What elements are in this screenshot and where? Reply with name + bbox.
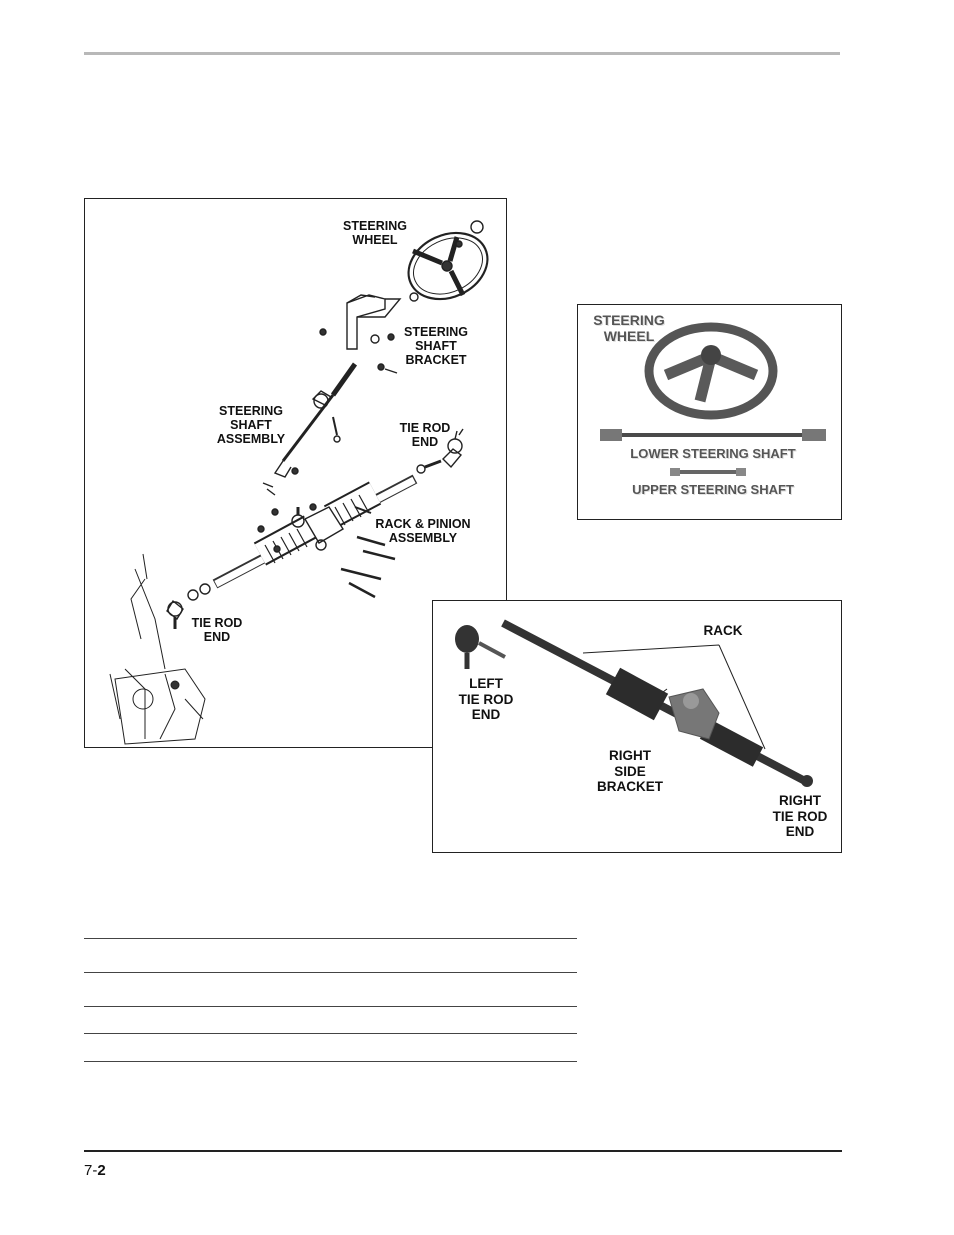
steering-shaft-drawing [262,362,358,496]
table-rule-2 [84,972,577,973]
label-upper-steering-shaft: UPPER STEERING SHAFT [632,482,794,497]
shaft-bracket-drawing [319,292,419,374]
label-tie-rod-end-lower: TIE ROD END [191,616,243,644]
label-left-tie-rod-end: LEFT TIE ROD END [458,676,514,722]
table-rule-4 [84,1033,577,1034]
label-lower-steering-shaft: LOWER STEERING SHAFT [630,446,796,461]
steering-wheel-shafts-drawing [600,322,826,476]
page-chapter: 7- [84,1162,98,1179]
label-rack: RACK [703,623,743,638]
tie-rod-end-upper-drawing [416,428,464,474]
steering-wheel-shafts-photo: STEERING WHEEL LOWER STEERING SHAFT UPPE… [577,304,842,520]
page-index: 2 [97,1162,106,1179]
rack-assembly-drawing [455,619,813,787]
label-steering-shaft-assembly: STEERING SHAFT ASSEMBLY [216,404,286,446]
exploded-steering-drawing [109,220,489,745]
footer-rule [84,1150,842,1152]
exploded-steering-diagram: STEERING WHEEL STEERING SHAFT BRACKET ST… [84,198,507,748]
label-right-tie-rod-end: RIGHT TIE ROD END [772,793,828,839]
tie-rod-end-lower-drawing [166,583,211,629]
label-photo-steering-wheel: STEERING WHEEL [593,312,665,344]
table-rule-5 [84,1061,577,1062]
label-steering-wheel: STEERING WHEEL [343,219,407,247]
header-rule [84,52,840,55]
table-rule-1 [84,938,577,939]
steering-wheel-drawing [407,220,489,301]
label-steering-shaft-bracket: STEERING SHAFT BRACKET [404,325,468,367]
page-number: 7-2 [84,1162,106,1179]
table-rule-3 [84,1006,577,1007]
rack-pinion-drawing [212,474,418,599]
label-rack-pinion-assembly: RACK & PINION ASSEMBLY [375,517,471,545]
rack-assembly-photo: RACK LEFT TIE ROD END RIGHT SIDE BRACKET… [432,600,842,853]
label-tie-rod-end-upper: TIE ROD END [399,421,451,449]
label-right-side-bracket: RIGHT SIDE BRACKET [597,748,663,794]
frame-drawing [109,553,206,745]
